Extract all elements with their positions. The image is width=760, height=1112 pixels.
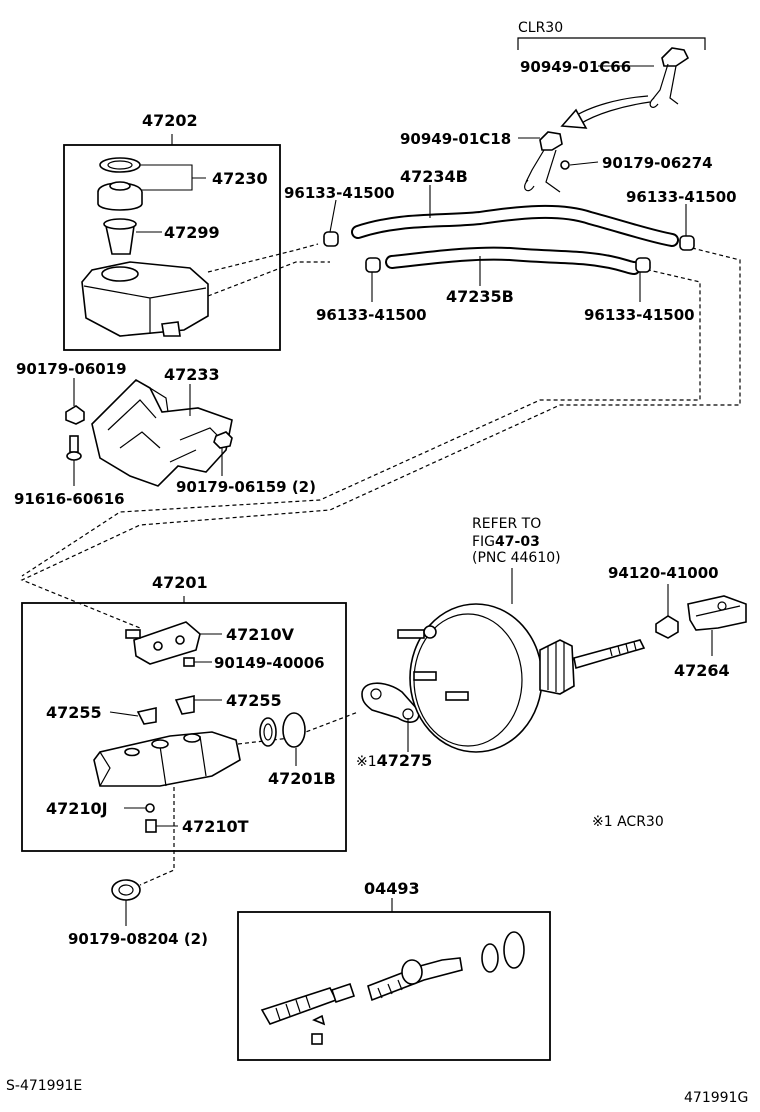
- label-90179-08204: 90179-08204 (2): [68, 930, 208, 948]
- label-96133-41500-c: 96133-41500: [316, 306, 427, 324]
- label-90949-01C66: 90949-01C66: [520, 58, 631, 76]
- label-90179-06274: 90179-06274: [602, 154, 713, 172]
- label-90179-06019: 90179-06019: [16, 360, 127, 378]
- dashed-reference-lines: [20, 243, 741, 886]
- clip-90949-01C66: [649, 47, 690, 108]
- label-47275: 47275: [377, 751, 433, 770]
- label-47230: 47230: [212, 169, 268, 188]
- label-47210J: 47210J: [46, 799, 108, 818]
- master-cylinder-parts: [93, 621, 306, 833]
- label-91616-60616: 91616-60616: [14, 490, 125, 508]
- label-04493: 04493: [364, 879, 420, 898]
- leader-lines: [73, 65, 713, 926]
- nut-90179-08204: [111, 879, 141, 901]
- part-labels: CLR30 90949-01C66 47202 90949-01C18 9017…: [6, 20, 748, 1106]
- repair-kit-parts: [260, 931, 525, 1045]
- label-corner-right: 471991G: [684, 1090, 748, 1106]
- label-47255-b: 47255: [226, 691, 282, 710]
- brake-booster: [397, 603, 646, 753]
- svg-text:FIG47-03: FIG47-03: [472, 534, 540, 550]
- label-47201: 47201: [152, 573, 208, 592]
- hose-47235B: [385, 246, 641, 275]
- label-47299: 47299: [164, 223, 220, 242]
- hose-47234B: [351, 204, 679, 247]
- label-refer-fig-prefix: FIG: [472, 534, 495, 550]
- label-96133-41500-d: 96133-41500: [584, 306, 695, 324]
- label-90179-06159: 90179-06159 (2): [176, 478, 316, 496]
- label-96133-41500-b: 96133-41500: [626, 188, 737, 206]
- label-refer-to: REFER TO: [472, 516, 541, 532]
- label-47201B: 47201B: [268, 769, 336, 788]
- label-47210V: 47210V: [226, 625, 295, 644]
- label-90949-01C18: 90949-01C18: [400, 130, 511, 148]
- label-corner-left: S-471991E: [6, 1078, 82, 1094]
- label-47210T: 47210T: [182, 817, 249, 836]
- label-refer-pnc: (PNC 44610): [472, 550, 561, 566]
- label-90149-40006: 90149-40006: [214, 654, 325, 672]
- curved-arrow-icon: [560, 95, 651, 129]
- label-47234B: 47234B: [400, 167, 468, 186]
- reservoir-parts: [81, 157, 209, 337]
- label-96133-41500-a: 96133-41500: [284, 184, 395, 202]
- hose-clamp-icons: [323, 231, 695, 273]
- label-refer-fig-num: 47-03: [495, 534, 540, 550]
- bracket-47233: [65, 379, 233, 487]
- label-47202: 47202: [142, 111, 198, 130]
- label-footnote-acr30: ※1 ACR30: [592, 814, 664, 830]
- label-47264: 47264: [674, 661, 730, 680]
- svg-text:※147275: ※147275: [356, 751, 432, 770]
- repair-kit-group-box: [237, 911, 551, 1061]
- label-47235B: 47235B: [446, 287, 514, 306]
- clevis-and-nut: [655, 595, 747, 639]
- clip-90949-01C18: [524, 131, 570, 193]
- label-47255-a: 47255: [46, 703, 102, 722]
- label-94120-41000: 94120-41000: [608, 564, 719, 582]
- label-clr30: CLR30: [518, 20, 563, 36]
- clr30-bracket: [517, 37, 706, 50]
- label-47233: 47233: [164, 365, 220, 384]
- label-47275-mark: ※1: [356, 754, 377, 770]
